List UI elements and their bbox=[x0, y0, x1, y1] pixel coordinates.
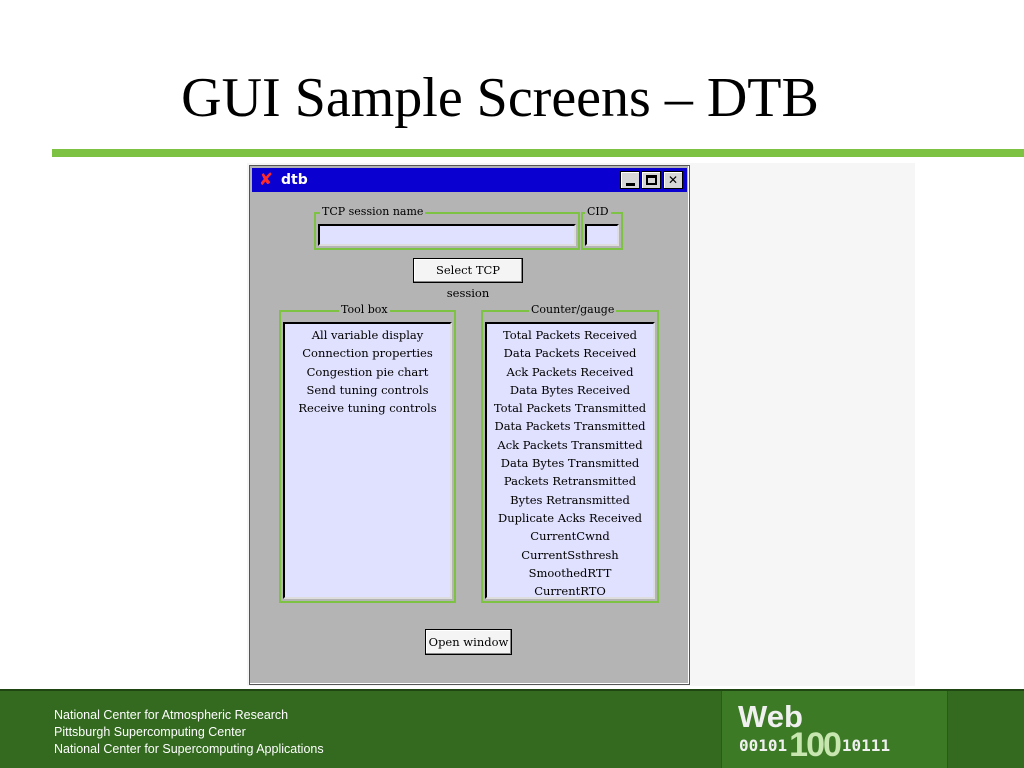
list-item[interactable]: Bytes Retransmitted bbox=[510, 492, 630, 507]
cid-group: CID bbox=[581, 205, 623, 250]
footer: National Center for Atmospheric Research… bbox=[0, 689, 1024, 768]
list-item[interactable]: Receive tuning controls bbox=[298, 401, 437, 416]
list-item[interactable]: Data Bytes Transmitted bbox=[500, 456, 640, 471]
cid-input[interactable] bbox=[585, 224, 619, 246]
close-icon: ✕ bbox=[667, 173, 679, 187]
footer-line: National Center for Supercomputing Appli… bbox=[54, 742, 324, 756]
window-title: dtb bbox=[281, 172, 308, 188]
list-item[interactable]: CurrentCwnd bbox=[530, 529, 610, 544]
footer-line: Pittsburgh Supercomputing Center bbox=[54, 725, 246, 739]
logo-bits-row: 00101 100 10111 bbox=[739, 728, 891, 762]
select-tcp-session-button[interactable]: Select TCP session bbox=[413, 258, 523, 300]
list-item[interactable]: Total Packets Received bbox=[502, 328, 638, 342]
maximize-button[interactable] bbox=[641, 171, 661, 189]
slide-title: GUI Sample Screens – DTB bbox=[181, 67, 819, 129]
list-item[interactable]: Packets Retransmitted bbox=[503, 474, 637, 489]
close-button[interactable]: ✕ bbox=[663, 171, 683, 189]
footer-institutions: National Center for Atmospheric Research… bbox=[54, 707, 324, 758]
logo-word: Web bbox=[738, 699, 803, 734]
tcp-session-group: TCP session name bbox=[314, 205, 580, 250]
minimize-icon bbox=[626, 183, 635, 186]
list-item[interactable]: Data Packets Received bbox=[503, 346, 637, 361]
open-window-button[interactable]: Open window bbox=[425, 629, 512, 655]
list-item[interactable]: Connection properties bbox=[302, 346, 433, 361]
red-x-icon[interactable]: ✘ bbox=[258, 170, 274, 190]
list-item[interactable]: Data Packets Transmitted bbox=[494, 419, 646, 434]
cid-label: CID bbox=[585, 205, 611, 219]
window-titlebar[interactable]: ✘ dtb ✕ bbox=[252, 168, 687, 192]
list-item[interactable]: Data Bytes Received bbox=[509, 382, 631, 397]
toolbox-label: Tool box bbox=[339, 303, 390, 317]
title-rule bbox=[52, 149, 1024, 157]
list-item[interactable]: Total Packets Transmitted bbox=[493, 401, 647, 416]
list-item[interactable]: Send tuning controls bbox=[306, 382, 429, 397]
dtb-window: ✘ dtb ✕ TCP session name CID Select TCP … bbox=[249, 165, 690, 685]
list-item[interactable]: Congestion pie chart bbox=[306, 364, 429, 379]
logo-number: 100 bbox=[789, 726, 842, 764]
maximize-icon bbox=[646, 175, 657, 185]
list-item[interactable]: CurrentRTO bbox=[534, 584, 606, 599]
logo-right-bits: 10111 bbox=[841, 735, 891, 755]
footer-line: National Center for Atmospheric Research bbox=[54, 708, 289, 722]
tcp-session-input[interactable] bbox=[318, 224, 576, 246]
minimize-button[interactable] bbox=[620, 171, 640, 189]
counter-label: Counter/gauge bbox=[529, 303, 617, 317]
list-item[interactable]: Ack Packets Transmitted bbox=[497, 437, 643, 452]
logo-left-bits: 00101 bbox=[739, 735, 788, 755]
list-item[interactable]: CurrentSsthresh bbox=[521, 547, 619, 562]
tcp-session-label: TCP session name bbox=[320, 205, 426, 219]
list-item[interactable]: Ack Packets Received bbox=[506, 364, 634, 379]
list-item[interactable]: All variable display bbox=[311, 328, 424, 342]
list-item[interactable]: SmoothedRTT bbox=[528, 565, 612, 580]
web100-logo: Web 00101 100 10111 bbox=[721, 691, 948, 768]
list-item[interactable]: Duplicate Acks Received bbox=[497, 510, 643, 525]
